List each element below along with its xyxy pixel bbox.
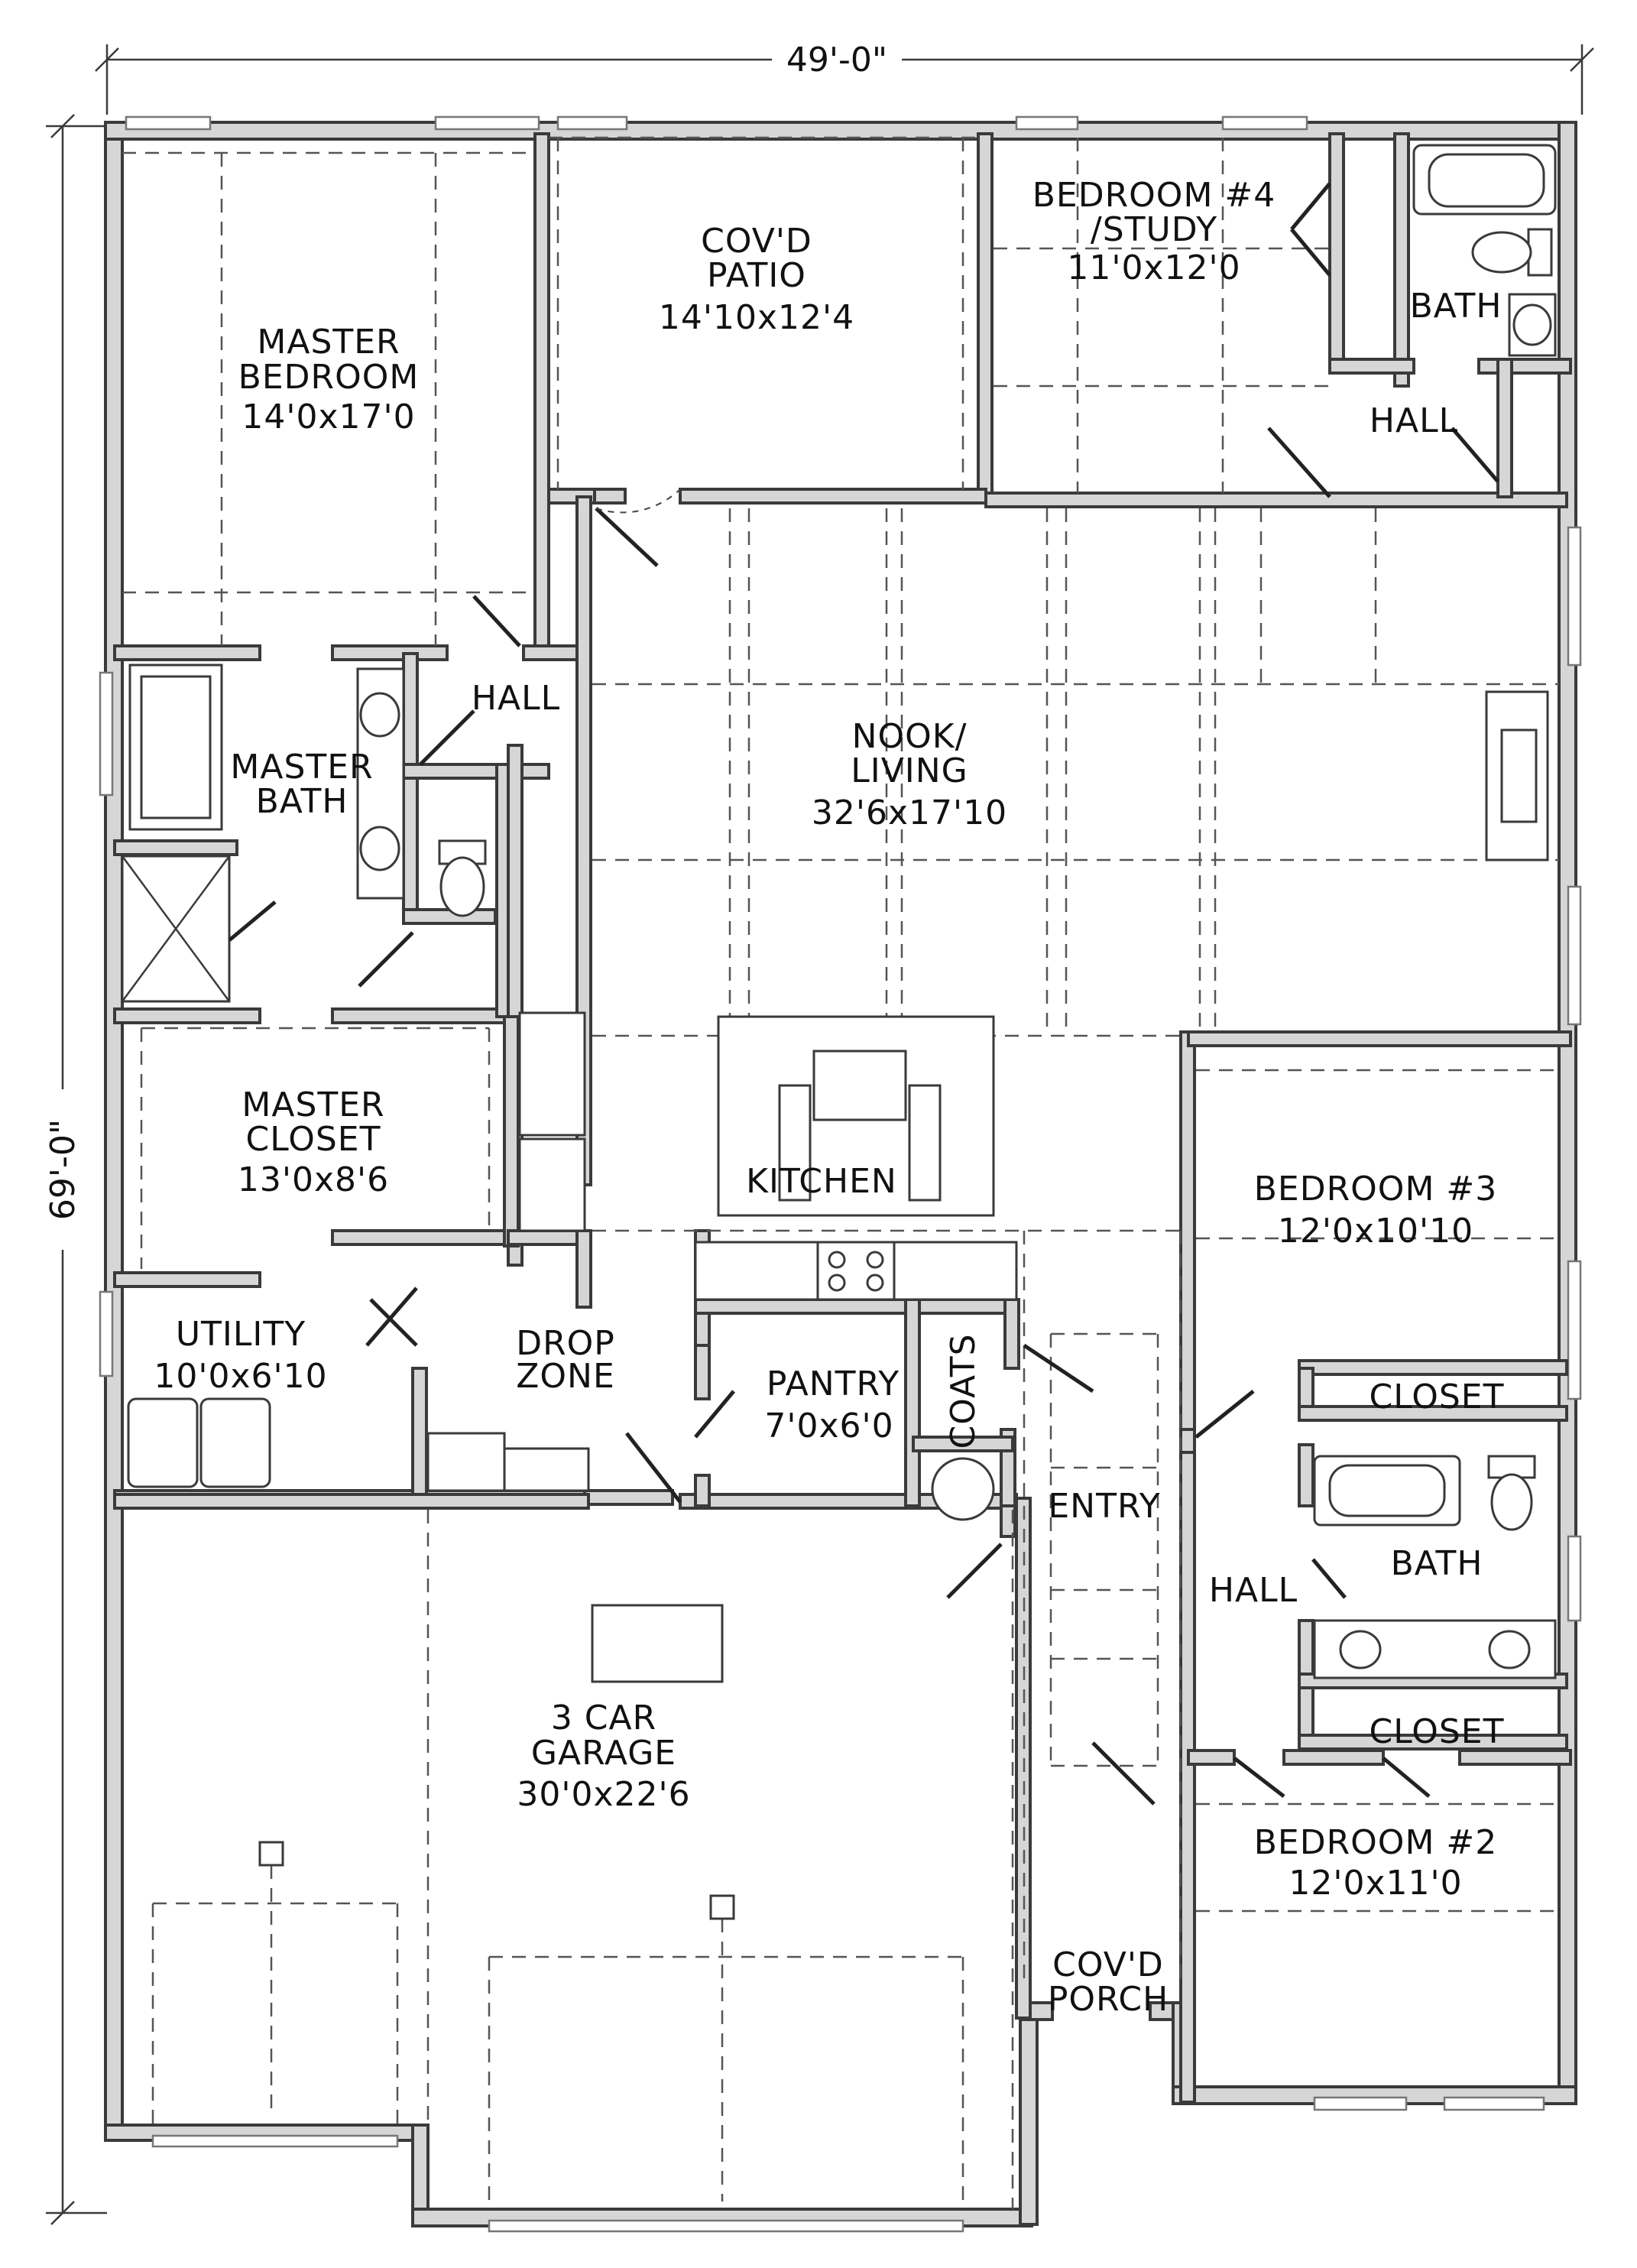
fireplace	[1485, 690, 1549, 861]
master-bedroom-label-2: BEDROOM	[238, 358, 420, 397]
refrigerator	[518, 1011, 586, 1137]
master-bath-label-1: MASTER	[230, 748, 373, 787]
bedroom4-label-2: /STUDY	[1091, 210, 1217, 249]
master-bath-label-2: BATH	[256, 782, 348, 821]
bedroom3-size: 12'0x10'10	[1278, 1212, 1473, 1251]
fixtures	[121, 144, 1557, 1920]
covd-patio-label-2: PATIO	[707, 256, 806, 295]
master-hall-label: HALL	[472, 679, 560, 718]
washer	[127, 1397, 199, 1488]
upper-toilet	[1471, 231, 1532, 274]
master-closet-label-1: MASTER	[241, 1085, 384, 1124]
garage-label-2: GARAGE	[531, 1734, 676, 1773]
closet3-label: CLOSET	[1370, 1377, 1505, 1416]
bedroom2-size: 12'0x11'0	[1289, 1864, 1462, 1903]
coats-label: COATS	[944, 1333, 983, 1449]
ceiling-lines	[122, 136, 1559, 2209]
covd-patio-label-1: COV'D	[701, 222, 812, 261]
pantry-label: PANTRY	[767, 1364, 900, 1403]
kitchen-label: KITCHEN	[746, 1162, 897, 1201]
master-toilet	[439, 856, 485, 917]
upper-hall-label: HALL	[1370, 401, 1458, 440]
lower-hall-label: HALL	[1209, 1571, 1298, 1610]
bedroom3-label: BEDROOM #3	[1254, 1170, 1498, 1209]
upper-bath-label: BATH	[1410, 287, 1502, 326]
bedroom4-size: 11'0x12'0	[1067, 248, 1240, 287]
master-closet-size: 13'0x8'6	[238, 1160, 389, 1199]
overall-width-dimension: 49'-0"	[786, 41, 887, 79]
master-closet-label-2: CLOSET	[246, 1120, 381, 1159]
lower-bath-label: BATH	[1391, 1544, 1483, 1583]
garage-attic-access	[591, 1604, 724, 1683]
doors	[228, 182, 1499, 1806]
room-labels: MASTER BEDROOM 14'0x17'0 COV'D PATIO 14'…	[154, 176, 1505, 2019]
covd-patio-size: 14'10x12'4	[659, 298, 854, 337]
nook-living-label-2: LIVING	[851, 751, 968, 790]
utility-size: 10'0x6'10	[154, 1357, 327, 1396]
drop-zone-label-2: ZONE	[516, 1357, 615, 1396]
pantry-size: 7'0x6'0	[764, 1407, 893, 1445]
lower-toilet	[1490, 1473, 1533, 1531]
master-bedroom-size: 14'0x17'0	[241, 397, 415, 436]
bedroom4-label-1: BEDROOM #4	[1032, 176, 1276, 215]
bedroom2-label: BEDROOM #2	[1254, 1823, 1498, 1862]
dryer	[199, 1397, 271, 1488]
master-bedroom-label-1: MASTER	[257, 323, 400, 362]
entry-label: ENTRY	[1048, 1487, 1160, 1526]
dimension-lines	[38, 40, 1594, 2225]
covd-porch-label-1: COV'D	[1052, 1945, 1164, 1984]
water-heater	[931, 1457, 995, 1521]
windows	[99, 115, 1582, 2233]
range	[816, 1241, 896, 1301]
covd-porch-label-2: PORCH	[1048, 1980, 1169, 2019]
closet2-label: CLOSET	[1370, 1712, 1505, 1751]
drop-zone-label-1: DROP	[516, 1324, 615, 1363]
nook-living-label-1: NOOK/	[852, 717, 968, 756]
garage-size: 30'0x22'6	[517, 1775, 690, 1814]
kitchen-sink	[812, 1050, 907, 1121]
overall-depth-dimension: 69'-0"	[44, 1119, 83, 1220]
garage-label-1: 3 CAR	[551, 1699, 656, 1738]
nook-living-size: 32'6x17'10	[812, 793, 1007, 832]
utility-label: UTILITY	[176, 1315, 306, 1354]
